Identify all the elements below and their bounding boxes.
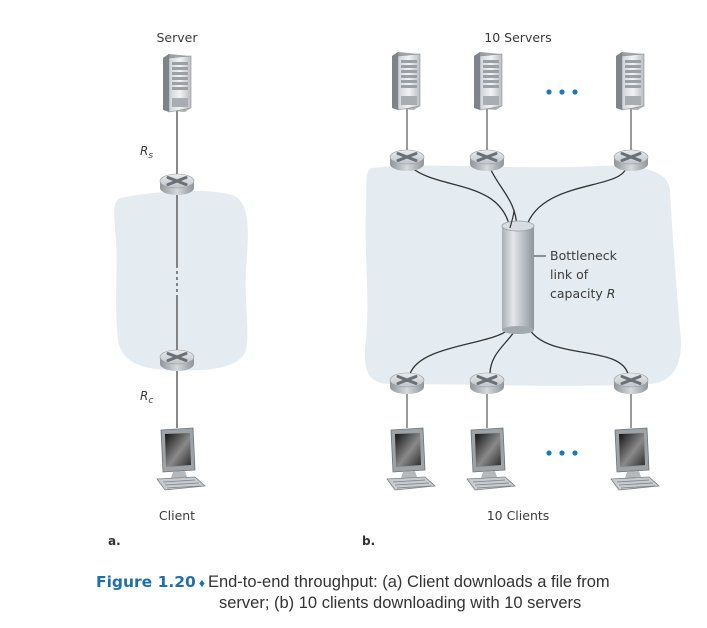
server-icon <box>162 53 192 113</box>
panel-a-label: a. <box>108 534 121 548</box>
router-icon <box>468 371 506 396</box>
server-icon <box>391 51 421 111</box>
bottleneck-to-client-link <box>409 329 509 375</box>
bottleneck-label-line1: Bottleneck <box>550 248 618 263</box>
panel-b-label: b. <box>362 534 375 548</box>
router-icon <box>612 148 650 173</box>
figure-number: Figure 1.20 <box>96 573 196 591</box>
server-icon <box>473 51 503 111</box>
clients-label: 10 Clients <box>487 508 550 523</box>
server-icon <box>615 51 645 111</box>
ellipsis-dots-servers <box>546 89 578 95</box>
server-label: Server <box>157 30 199 45</box>
network-cloud-a <box>114 190 248 371</box>
client-computer-icon <box>156 427 206 491</box>
router-icon <box>158 348 196 373</box>
bottleneck-link-pipe <box>501 209 535 334</box>
figure-caption: Figure 1.20♦End-to-end throughput: (a) C… <box>96 572 696 613</box>
router-icon <box>468 148 506 173</box>
caption-separator-icon: ♦ <box>198 576 205 590</box>
bottleneck-to-client-link <box>489 331 515 375</box>
router-icon <box>388 148 426 173</box>
router-icon <box>612 371 650 396</box>
bottleneck-label-line3: capacity R <box>550 286 615 301</box>
caption-line2: server; (b) 10 clients downloading with … <box>219 594 582 612</box>
client-label: Client <box>159 508 195 523</box>
server-to-bottleneck-link <box>525 167 627 229</box>
client-computer-icon <box>610 427 660 491</box>
caption-line1: End-to-end throughput: (a) Client downlo… <box>207 573 610 591</box>
bottleneck-label-line2: link of <box>550 267 589 282</box>
server-to-bottleneck-link <box>411 167 511 229</box>
servers-label: 10 Servers <box>484 30 551 45</box>
router-icon <box>158 172 196 197</box>
ellipsis-dots-clients <box>546 450 578 456</box>
rc-label: Rc <box>140 389 153 406</box>
client-computer-icon <box>466 427 516 491</box>
client-computer-icon <box>386 427 436 491</box>
rs-label: Rs <box>140 144 153 161</box>
bottleneck-to-client-link <box>529 329 629 375</box>
router-icon <box>388 371 426 396</box>
